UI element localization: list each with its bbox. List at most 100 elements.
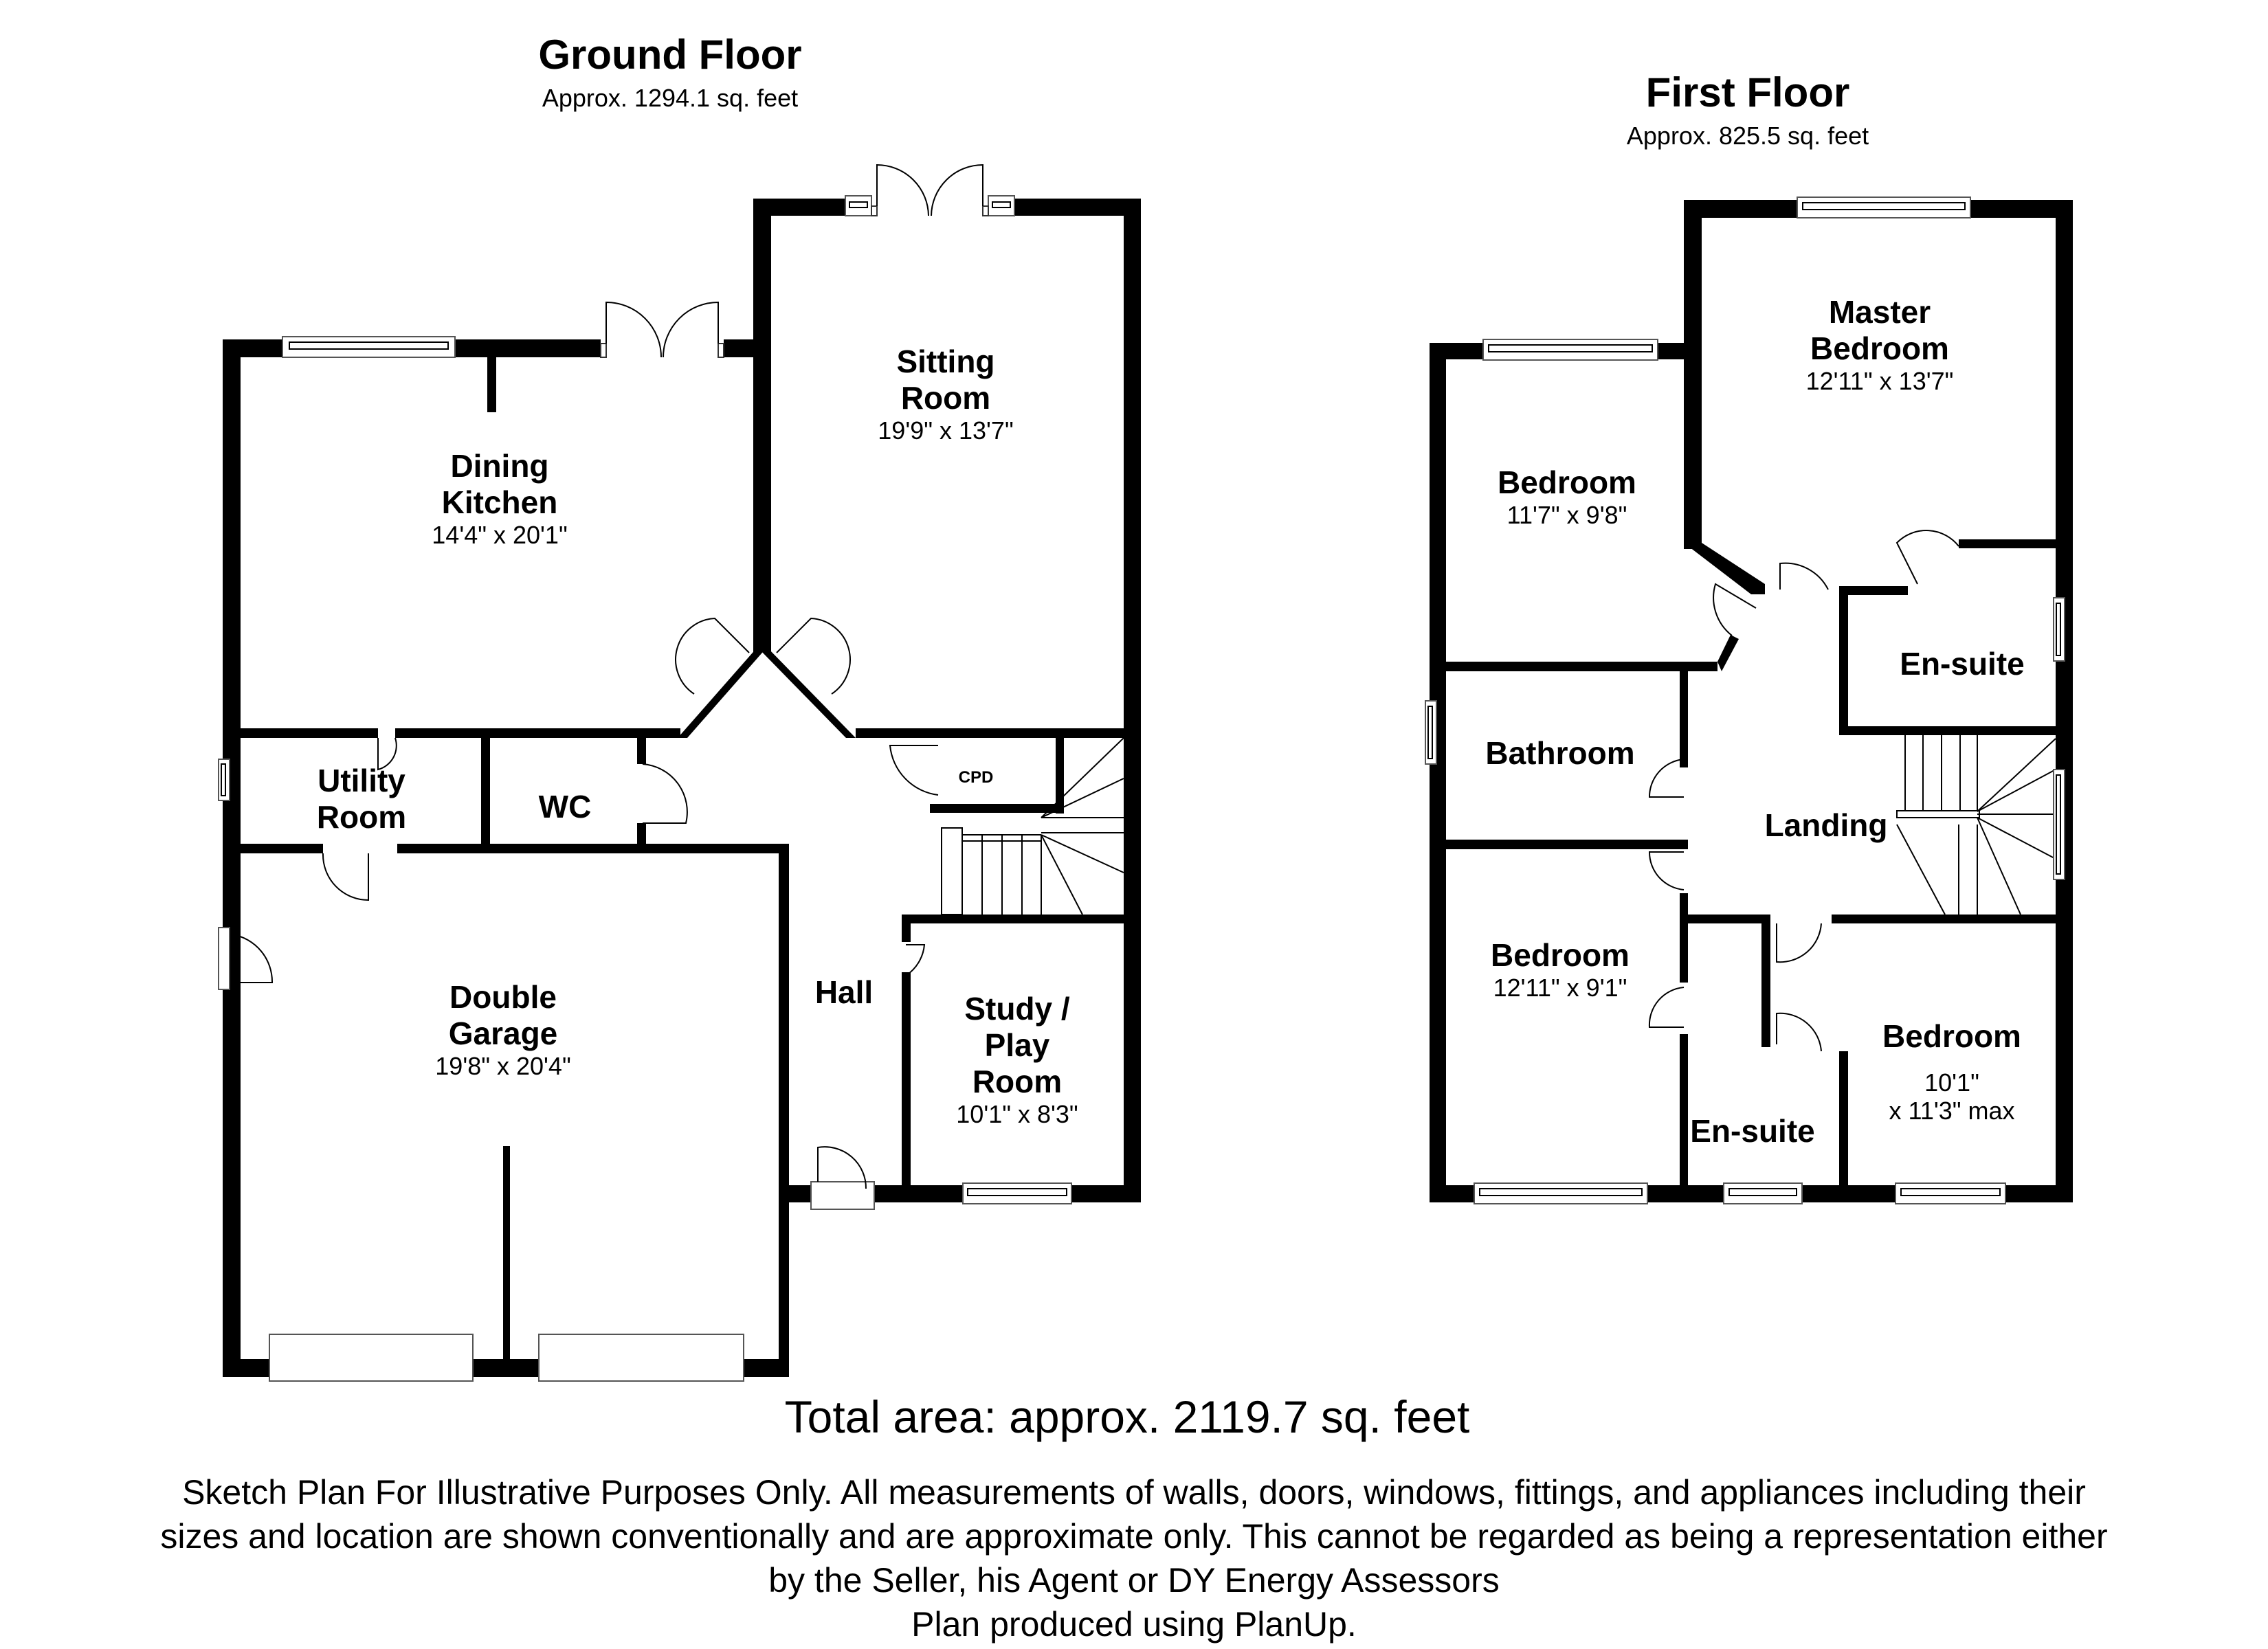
- wall: [753, 199, 845, 216]
- room-label-en-suite-2: En-suite: [1690, 1113, 1815, 1149]
- room-name: Bedroom: [1882, 1018, 2021, 1054]
- room-label-double-garage: Double Garage 19'8" x 20'4": [435, 979, 570, 1080]
- window: [2053, 597, 2065, 662]
- room-name: Kitchen: [441, 484, 558, 520]
- wall: [1839, 586, 1848, 735]
- wall: [1839, 726, 2056, 735]
- ground-floor-title: Ground Floor: [538, 32, 802, 78]
- window: [2053, 769, 2065, 880]
- wall: [397, 844, 789, 853]
- disclaimer-line: by the Seller, his Agent or DY Energy As…: [768, 1561, 1500, 1600]
- wall: [637, 738, 646, 764]
- room-label-cpd: CPD: [958, 768, 994, 787]
- door: [1776, 923, 1822, 963]
- wall: [779, 844, 789, 1376]
- window: [218, 759, 230, 801]
- wall: [1684, 543, 1765, 594]
- door: [1648, 987, 1685, 1028]
- door: [1776, 1012, 1822, 1052]
- window: [1482, 339, 1658, 361]
- french-doors: [600, 301, 724, 358]
- wall: [2056, 200, 2073, 1202]
- wall: [1959, 539, 2056, 548]
- wall: [753, 199, 771, 652]
- wall: [241, 728, 378, 738]
- window: [1895, 1182, 2006, 1204]
- disclaimer-line: Sketch Plan For Illustrative Purposes On…: [182, 1473, 2086, 1512]
- wall: [902, 915, 1141, 923]
- wall: [223, 844, 241, 1376]
- wall: [1680, 671, 1688, 767]
- first-floor-plan: [1425, 197, 2073, 1204]
- wall: [481, 738, 490, 845]
- garage-side-door: [218, 927, 274, 990]
- room-label-utility-room: Utility Room: [317, 763, 406, 835]
- room-dimensions: 12'11" x 9'1": [1493, 973, 1627, 1002]
- door: [1648, 851, 1685, 890]
- wall: [1680, 1034, 1688, 1202]
- window: [1425, 700, 1437, 765]
- room-name: Room: [972, 1063, 1063, 1099]
- door: [889, 745, 939, 796]
- disclaimer: Sketch Plan For Illustrative Purposes On…: [160, 1470, 2107, 1646]
- door: [322, 853, 369, 901]
- window: [962, 1182, 1072, 1204]
- room-label-wc: WC: [538, 789, 592, 824]
- wall: [1446, 840, 1688, 849]
- wall: [1839, 1051, 1848, 1189]
- wall: [487, 357, 496, 412]
- room-name: Bedroom: [1498, 464, 1636, 500]
- wall: [1014, 199, 1141, 216]
- total-area: Total area: approx. 2119.7 sq. feet: [784, 1391, 1470, 1442]
- wall: [757, 647, 856, 738]
- wall: [1717, 635, 1739, 671]
- ground-floor-plan: [218, 164, 1141, 1382]
- garage-door: [269, 1334, 474, 1382]
- window: [1474, 1182, 1648, 1204]
- room-label-study: Study / Play Room 10'1" x 8'3": [956, 991, 1078, 1128]
- staircase: [941, 737, 1124, 915]
- wall: [1446, 662, 1717, 671]
- door: [642, 763, 688, 824]
- room-label-landing: Landing: [1764, 807, 1888, 843]
- room-label-dining-kitchen: Dining Kitchen 14'4" x 20'1": [432, 448, 567, 549]
- door: [1713, 583, 1757, 636]
- ground-floor-area: Approx. 1294.1 sq. feet: [542, 84, 799, 112]
- wall: [1832, 915, 2056, 923]
- wall: [902, 915, 911, 942]
- front-door: [810, 1146, 875, 1210]
- room-label-master-bedroom: Master Bedroom 12'11" x 13'7": [1806, 294, 1954, 395]
- room-dimensions: 14'4" x 20'1": [432, 520, 568, 549]
- wall: [1688, 915, 1770, 923]
- staircase: [1896, 735, 2056, 915]
- garage-door: [538, 1334, 744, 1382]
- room-name: Master: [1828, 294, 1931, 330]
- room-name: Double: [449, 979, 557, 1015]
- disclaimer-line: sizes and location are shown conventiona…: [160, 1517, 2108, 1556]
- room-name: Utility: [318, 763, 405, 798]
- room-label-bedroom-1: Bedroom 11'7" x 9'8": [1498, 464, 1636, 529]
- wall: [241, 844, 323, 853]
- room-label-bathroom: Bathroom: [1485, 735, 1635, 771]
- door: [377, 737, 397, 771]
- room-name: Bedroom: [1810, 330, 1949, 366]
- wall: [1430, 343, 1446, 1202]
- room-name: Study /: [964, 991, 1070, 1027]
- room-dimensions: 11'7" x 9'8": [1507, 500, 1627, 529]
- room-label-sitting-room: Sitting Room 19'9" x 13'7": [878, 344, 1013, 445]
- door: [1779, 562, 1829, 590]
- room-name: Room: [316, 798, 407, 835]
- door: [1895, 530, 1959, 585]
- room-dimensions: x 11'3" max: [1889, 1097, 2015, 1125]
- wall: [503, 1146, 510, 1359]
- wall: [1761, 923, 1770, 1047]
- window: [1797, 197, 1971, 218]
- door: [1648, 759, 1685, 798]
- wall: [678, 647, 767, 738]
- room-dimensions: 10'1": [1924, 1068, 1979, 1097]
- first-floor-area: Approx. 825.5 sq. feet: [1626, 122, 1869, 150]
- window: [1723, 1182, 1803, 1204]
- wall: [930, 804, 1064, 813]
- room-label-en-suite-1: En-suite: [1900, 646, 2025, 682]
